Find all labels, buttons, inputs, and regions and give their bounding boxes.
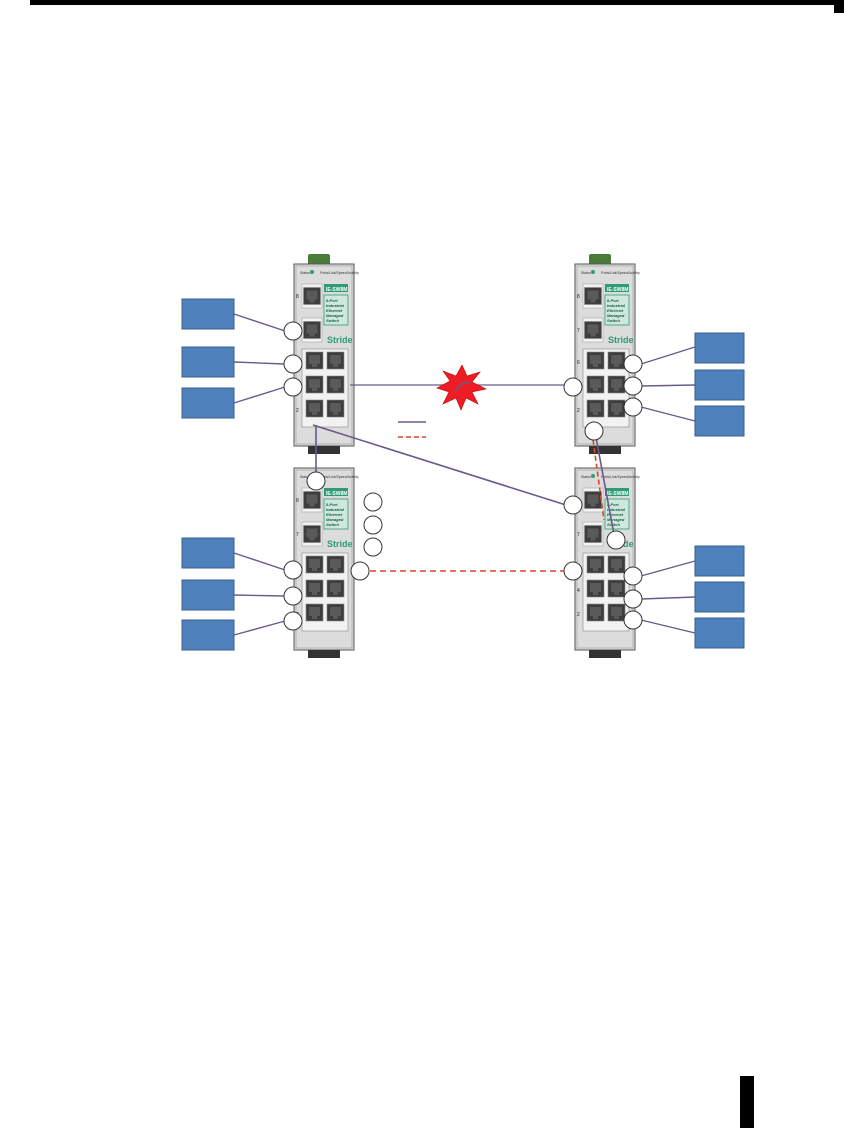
footer-tab — [740, 1076, 754, 1128]
product-line: Switch — [607, 318, 620, 323]
callout-marker — [306, 471, 326, 491]
switch-c: Status Ports/Link/Speed/Activity IE-SW8M… — [294, 468, 359, 658]
product-line: Industrial — [607, 303, 626, 308]
callout-marker — [283, 611, 303, 631]
callout-marker — [623, 376, 643, 396]
product-line: Ethernet — [607, 308, 624, 313]
callout-marker — [283, 586, 303, 606]
callout-marker — [283, 354, 303, 374]
ring-link-b-d — [594, 431, 616, 541]
product-line: Ethernet — [326, 512, 343, 517]
product-line: Industrial — [326, 507, 345, 512]
end-device — [181, 298, 235, 330]
port-label: 2 — [577, 408, 580, 414]
end-device — [694, 369, 745, 401]
callout-marker — [584, 421, 604, 441]
stride-logo: Stride — [327, 335, 353, 345]
callout-marker — [283, 560, 303, 580]
ring-link-a-d — [312, 424, 567, 506]
callout-marker — [363, 537, 383, 557]
end-device — [694, 405, 745, 437]
callout-marker — [363, 492, 383, 512]
brand-label: IE-SW8M — [326, 491, 347, 497]
callout-marker — [283, 321, 303, 341]
port-label: 7 — [577, 328, 580, 334]
port-label: 7 — [296, 532, 299, 538]
callout-markers — [283, 321, 643, 631]
product-line: Industrial — [326, 303, 345, 308]
callout-marker — [363, 515, 383, 535]
end-device — [694, 545, 745, 577]
product-line: 8-Port — [607, 502, 619, 507]
product-line: 8-Port — [326, 502, 338, 507]
product-line: Switch — [326, 318, 339, 323]
end-devices — [181, 298, 745, 651]
backup-link-b-d — [591, 431, 605, 521]
header-rule — [30, 0, 844, 5]
end-device — [181, 346, 235, 378]
callout-marker — [350, 561, 370, 581]
callout-marker — [563, 561, 583, 581]
callout-marker — [623, 397, 643, 417]
product-line: Ethernet — [607, 512, 624, 517]
end-device — [181, 537, 235, 569]
callout-marker — [563, 377, 583, 397]
legend — [398, 421, 426, 438]
product-line: Managed — [326, 517, 344, 522]
callout-marker — [623, 566, 643, 586]
product-line: Switch — [326, 522, 339, 527]
end-device — [694, 332, 745, 364]
port-label: 2 — [577, 612, 580, 618]
din-clip-icon — [308, 254, 330, 266]
callout-marker — [623, 354, 643, 374]
port-label: 4 — [577, 588, 580, 594]
port-label: 8 — [296, 498, 299, 504]
port-label: 8 — [296, 294, 299, 300]
switch-a: Status Ports/Link/Speed/Activity IE-SW8M… — [294, 254, 359, 454]
link-fault-burst-icon — [436, 364, 487, 411]
port-label: 6 — [577, 360, 580, 366]
port-label: 7 — [577, 532, 580, 538]
port-label: 2 — [296, 408, 299, 414]
product-line: Switch — [607, 522, 620, 527]
end-device — [181, 387, 235, 419]
callout-marker — [606, 530, 626, 550]
end-device — [181, 579, 235, 611]
stride-logo: Stride — [608, 335, 634, 345]
status-label: Status — [581, 271, 591, 275]
end-device — [181, 619, 235, 651]
din-clip-icon — [589, 254, 611, 266]
stride-logo: Stride — [327, 539, 353, 549]
product-line: 8-Port — [326, 298, 338, 303]
switch-b: Status Ports/Link/Speed/Activity IE-SW8M… — [575, 254, 640, 454]
status-right-label: Ports/Link/Speed/Activity — [320, 271, 359, 275]
status-right-label: Ports/Link/Speed/Activity — [601, 475, 640, 479]
product-line: 8-Port — [607, 298, 619, 303]
callout-marker — [623, 610, 643, 630]
device-cables — [233, 313, 696, 636]
brand-label: IE-SW8M — [607, 287, 628, 293]
port-label: 8 — [577, 294, 580, 300]
status-label: Status — [300, 271, 310, 275]
product-line: Industrial — [607, 507, 626, 512]
callout-marker — [623, 589, 643, 609]
status-label: Status — [300, 475, 310, 479]
status-right-label: Ports/Link/Speed/Activity — [320, 475, 359, 479]
end-device — [694, 581, 745, 613]
brand-label: IE-SW8M — [607, 491, 628, 497]
product-line: Managed — [607, 313, 625, 318]
status-label: Status — [581, 475, 591, 479]
end-device — [694, 617, 745, 649]
status-right-label: Ports/Link/Speed/Activity — [601, 271, 640, 275]
product-line: Ethernet — [326, 308, 343, 313]
callout-marker — [563, 495, 583, 515]
callout-marker — [283, 377, 303, 397]
product-line: Managed — [326, 313, 344, 318]
brand-label: IE-SW8M — [326, 287, 347, 293]
header-tab — [834, 0, 844, 13]
product-line: Managed — [607, 517, 625, 522]
